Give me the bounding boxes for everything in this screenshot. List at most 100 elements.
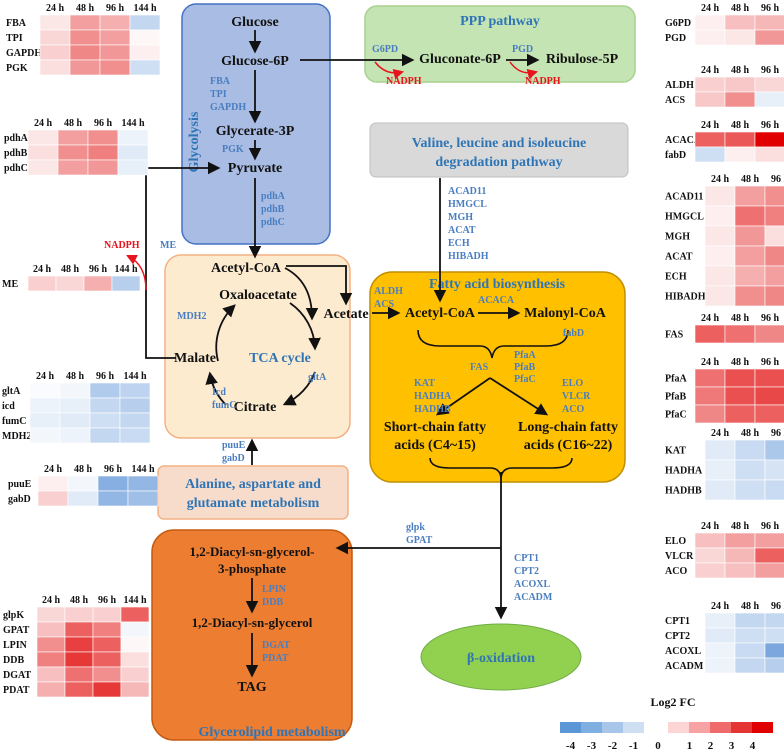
heatmap-row-label: GPAT: [3, 625, 30, 636]
heatmap-cell: [764, 185, 784, 207]
glycerolipid-title: Glycerolipid metabolism: [198, 725, 345, 740]
nadph-2: NADPH: [525, 76, 561, 87]
enzyme-labels: G6PD PGD NADPH NADPH NADPH ME FBA TPI GA…: [104, 44, 591, 664]
heatmap-row-label: ACAT: [665, 252, 693, 263]
heatmap-cell: [87, 144, 119, 161]
heatmap-row-label: MDH2: [2, 431, 31, 442]
heatmap-column-label: 96 h: [761, 357, 780, 368]
heatmap-column-label: 48 h: [741, 601, 760, 612]
valine-box: [369, 122, 629, 178]
heatmap-row-label: FAS: [665, 330, 684, 341]
heatmap-row-label: pdhC: [4, 163, 28, 174]
heatmap-column-label: 24 h: [701, 521, 720, 532]
metabolite-malonyl-coa: Malonyl-CoA: [524, 306, 607, 321]
heatmap-column-label: 48 h: [66, 371, 85, 382]
heatmap-cell: [99, 14, 131, 31]
heatmap-cell: [704, 205, 736, 227]
legend-tick: -3: [587, 740, 597, 752]
tca-title: TCA cycle: [249, 351, 311, 366]
heatmap-column-label: 48 h: [741, 428, 760, 439]
legend-swatch-neg: [560, 722, 581, 733]
heatmap-row-label: FBA: [6, 18, 27, 29]
heatmap-cell: [83, 275, 113, 292]
metabolite-tag: TAG: [237, 680, 266, 695]
heatmap-column-label: 48 h: [731, 357, 750, 368]
glycolysis-box: [181, 3, 331, 245]
heatmap-cell: [724, 404, 756, 424]
enzyme-hibadh-label: HIBADH: [448, 251, 489, 262]
enzyme-pdha: pdhA: [261, 191, 286, 202]
heatmap-row-label: ME: [2, 279, 18, 290]
heatmap-row-label: HIBADH: [665, 292, 706, 303]
legend-swatch-pos: [689, 722, 710, 733]
heatmap-cell: [129, 14, 161, 31]
enzyme-aldh-label: ALDH: [374, 286, 403, 297]
heatmap-column-label: 24 h: [701, 120, 720, 131]
heatmap-cell: [92, 651, 122, 668]
enzyme-acad11-label: ACAD11: [448, 186, 486, 197]
heatmap-cell: [120, 636, 150, 653]
alanine-title-1: Alanine, aspartate and: [185, 477, 321, 492]
heatmap-cell: [120, 666, 150, 683]
enzyme-tpi: TPI: [210, 89, 227, 100]
heatmap-cell: [724, 324, 756, 344]
heatmap-column-label: 96 h: [761, 3, 780, 14]
heatmap-cell: [704, 439, 736, 461]
heatmap-cell: [99, 59, 131, 76]
enzyme-fba: FBA: [210, 76, 231, 87]
heatmap-cell: [694, 146, 726, 163]
heatmap-cell: [64, 666, 94, 683]
heatmap-cell: [120, 681, 150, 698]
heatmap-cell: [89, 382, 121, 399]
legend-swatch-pos: [731, 722, 752, 733]
heatmap-row-label: PfaC: [665, 410, 687, 421]
heatmap-cell: [117, 159, 149, 176]
heatmap-cell: [754, 29, 784, 46]
heatmap-cell: [734, 479, 766, 501]
heatmap-cell: [764, 265, 784, 287]
metabolite-long-chain-1: Long-chain fatty: [518, 420, 618, 435]
valine-title-2: degradation pathway: [435, 155, 562, 170]
metabolite-citrate: Citrate: [234, 400, 277, 415]
heatmap-cell: [69, 14, 101, 31]
enzyme-mdh2: MDH2: [177, 311, 206, 322]
heatmap-column-label: 48 h: [76, 3, 95, 14]
heatmap-cell: [99, 44, 131, 61]
heatmap-cell: [704, 245, 736, 267]
heatmap-row-label: DDB: [3, 655, 24, 666]
heatmap-cell: [92, 666, 122, 683]
enzyme-gabd-label: gabD: [222, 453, 245, 464]
legend-tick: 3: [729, 740, 735, 752]
heatmap-row-label: fabD: [665, 150, 686, 161]
heatmap-row-label: ALDH: [665, 80, 694, 91]
metabolite-long-chain-2: acids (C16~22): [524, 438, 613, 453]
legend-tick: -1: [629, 740, 638, 752]
heatmap-cell: [694, 324, 726, 344]
heatmap-cell: [64, 606, 94, 623]
heatmap-cell: [127, 490, 159, 507]
heatmap-cell: [734, 185, 766, 207]
heatmap-cell: [117, 129, 149, 146]
heatmap-cell: [29, 382, 61, 399]
heatmap-cell: [724, 547, 756, 564]
metabolite-dag: 1,2-Diacyl-sn-glycerol: [192, 615, 313, 630]
heatmap-cell: [27, 159, 59, 176]
heatmap-cell: [724, 532, 756, 549]
heatmap-cell: [89, 412, 121, 429]
heatmap-row-label: DGAT: [3, 670, 31, 681]
heatmap-cell: [127, 475, 159, 492]
heatmap-cell: [69, 44, 101, 61]
legend-tick: -4: [566, 740, 576, 752]
heatmap-column-label: 24 h: [44, 464, 63, 475]
heatmap-row-label: fumC: [2, 416, 26, 427]
heatmap-cell: [119, 397, 151, 414]
heatmap-cell: [57, 159, 89, 176]
heatmap-column-label: 96 h: [761, 65, 780, 76]
heatmap-cell: [764, 245, 784, 267]
